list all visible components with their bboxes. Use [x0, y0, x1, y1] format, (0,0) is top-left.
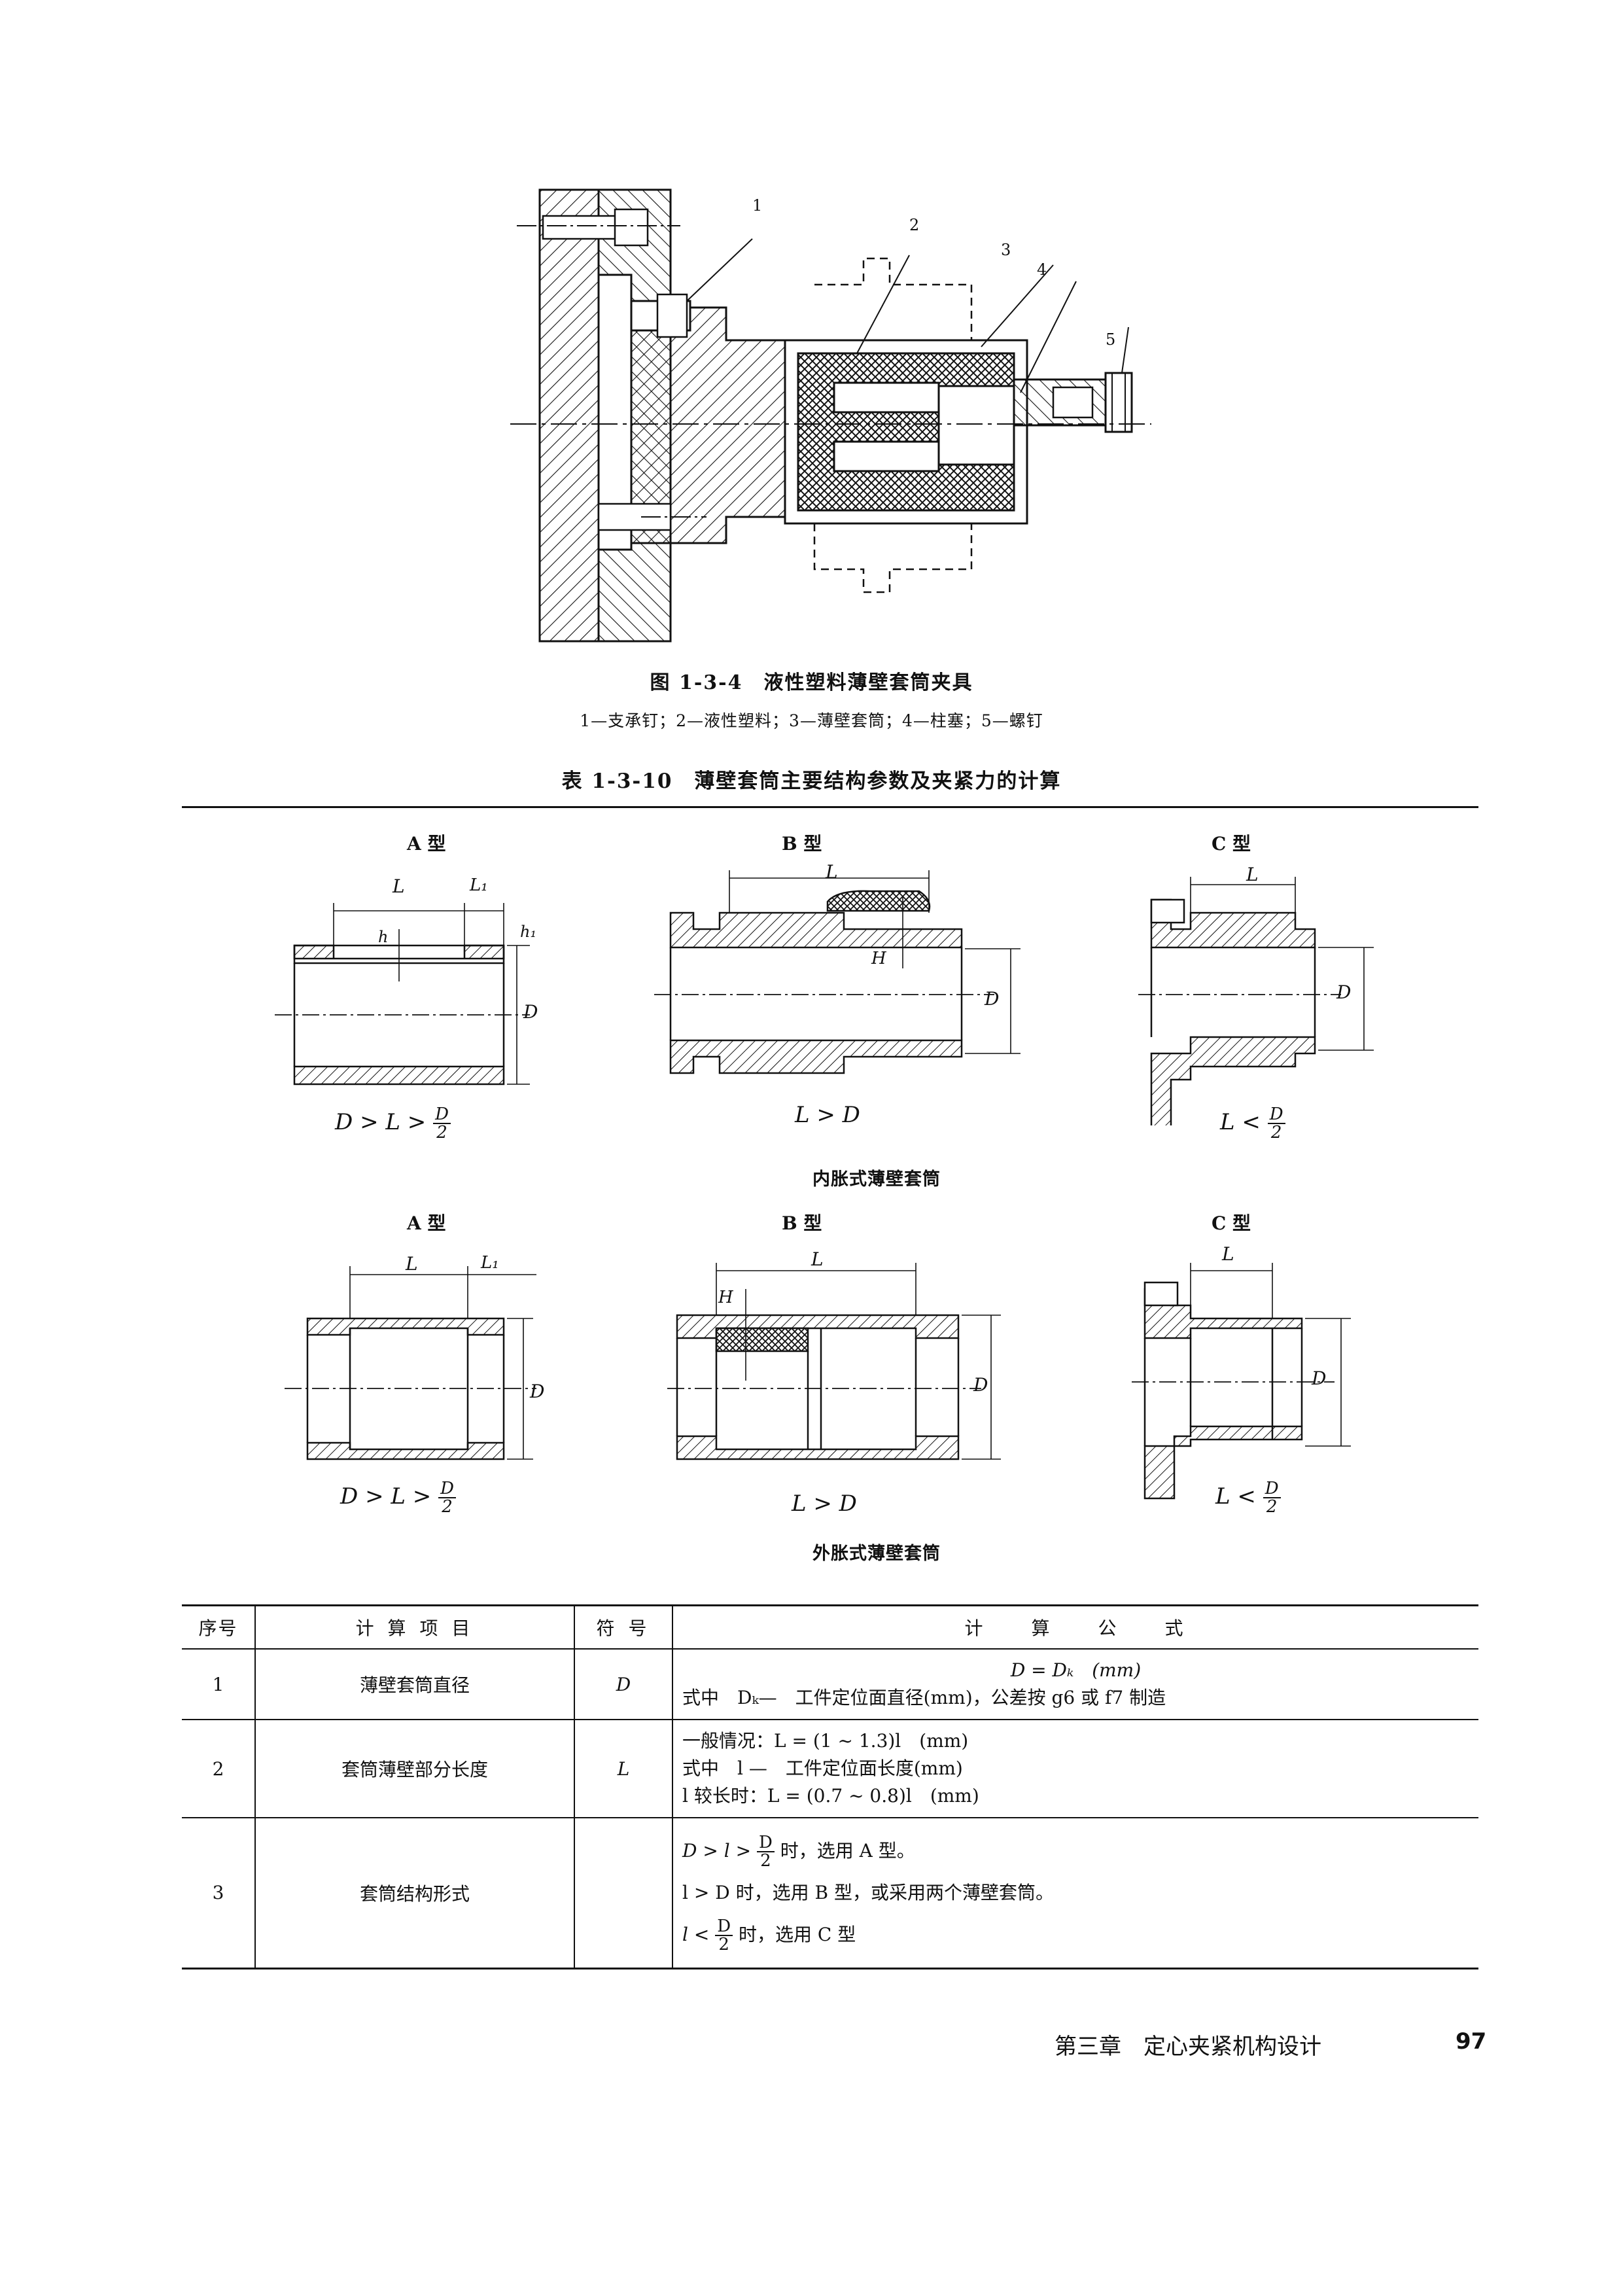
table-title: 表 1-3-10 薄壁套筒主要结构参数及夹紧力的计算 [561, 769, 1062, 793]
internal-type-c-drawing [1138, 877, 1374, 1125]
row1-no: 1 [182, 1649, 256, 1720]
figure-caption: 图 1-3-4 液性塑料薄壁套筒夹具 [650, 671, 973, 694]
dim-D-ext-b: D [973, 1374, 988, 1396]
callout-3: 3 [1001, 241, 1011, 259]
row2-formula-line1: 一般情况：L = (1 ~ 1.3)l (mm) [682, 1730, 969, 1752]
dim-L-ext-a: L [406, 1253, 418, 1275]
calculation-table: 序号 计 算 项 目 符 号 计 算 公 式 1 薄壁套筒直径 D D = Dₖ… [182, 1604, 1478, 1969]
dim-L-ext-b: L [811, 1248, 824, 1270]
table-header-row: 序号 计 算 项 目 符 号 计 算 公 式 [182, 1604, 1478, 1650]
dim-h-int-a: h [378, 928, 389, 946]
row2-no: 2 [182, 1720, 256, 1818]
header-item: 计 算 项 目 [254, 1604, 575, 1650]
fixture-assembly-drawing [510, 188, 1151, 643]
dim-L-int-b: L [826, 861, 838, 883]
internal-type-b-drawing [654, 870, 1021, 1074]
dim-D-ext-a: D [530, 1381, 545, 1402]
internal-type-a-drawing [275, 903, 530, 1086]
row2-item: 套筒薄壁部分长度 [254, 1720, 575, 1818]
row2-formula: 一般情况：L = (1 ~ 1.3)l (mm) 式中 l — 工件定位面长度(… [672, 1720, 1478, 1818]
dim-L1-ext-a: L₁ [481, 1253, 499, 1273]
table-top-rule [182, 806, 1478, 808]
table-row: 1 薄壁套筒直径 D D = Dₖ (mm) 式中 Dₖ— 工件定位面直径(mm… [182, 1649, 1478, 1720]
dim-L-int-a: L [393, 875, 405, 897]
dim-H-ext-b: H [718, 1288, 733, 1307]
external-type-a-label: A 型 [407, 1212, 446, 1234]
internal-type-a-label: A 型 [407, 833, 446, 855]
external-type-b-label: B 型 [782, 1212, 822, 1234]
external-type-b-drawing [667, 1263, 1001, 1460]
row2-formula-line3: l 较长时：L = (0.7 ~ 0.8)l (mm) [682, 1785, 979, 1807]
dim-D-int-b: D [985, 988, 1000, 1010]
row3-no: 3 [182, 1818, 256, 1969]
header-no: 序号 [182, 1604, 256, 1650]
external-type-c-label: C 型 [1212, 1212, 1251, 1234]
table-row: 2 套筒薄壁部分长度 L 一般情况：L = (1 ~ 1.3)l (mm) 式中… [182, 1720, 1478, 1818]
dim-L1-int-a: L₁ [470, 875, 488, 895]
figure-legend: 1—支承钉；2—液性塑料；3—薄壁套筒；4—柱塞；5—螺钉 [580, 711, 1043, 730]
dim-D-int-c: D [1336, 981, 1352, 1003]
external-cond-b: L > D [792, 1491, 857, 1517]
callout-2: 2 [909, 216, 920, 234]
external-type-a-drawing [285, 1266, 536, 1460]
row3-item: 套筒结构形式 [254, 1818, 575, 1969]
callout-1: 1 [752, 196, 763, 215]
external-caption: 外胀式薄壁套筒 [812, 1544, 941, 1564]
internal-type-c-label: C 型 [1212, 833, 1251, 855]
dim-L-ext-c: L [1222, 1243, 1234, 1265]
dim-L-int-c: L [1246, 864, 1259, 885]
dim-h1-int-a: h₁ [520, 923, 537, 941]
header-symbol: 符 号 [574, 1604, 673, 1650]
callout-4: 4 [1037, 260, 1047, 279]
dim-D-int-a: D [523, 1001, 538, 1023]
internal-cond-b: L > D [795, 1102, 860, 1128]
row1-item: 薄壁套筒直径 [254, 1649, 575, 1720]
internal-type-b-label: B 型 [782, 833, 822, 855]
row2-symbol: L [574, 1720, 673, 1818]
row1-formula-line1: D = Dₖ (mm) [1010, 1659, 1142, 1681]
row1-formula-line2: 式中 Dₖ— 工件定位面直径(mm)，公差按 g6 或 f7 制造 [682, 1687, 1166, 1708]
row3-symbol [574, 1818, 673, 1969]
row2-formula-line2: 式中 l — 工件定位面长度(mm) [682, 1757, 963, 1779]
row3-formula-line2: l > D 时，选用 B 型，或采用两个薄壁套筒。 [682, 1881, 1054, 1903]
callout-5: 5 [1106, 330, 1116, 349]
row1-symbol: D [574, 1649, 673, 1720]
row1-formula: D = Dₖ (mm) 式中 Dₖ— 工件定位面直径(mm)，公差按 g6 或 … [672, 1649, 1478, 1720]
page-number: 97 [1456, 2028, 1487, 2055]
internal-caption: 内胀式薄壁套筒 [812, 1169, 941, 1190]
header-formula: 计 算 公 式 [672, 1604, 1478, 1650]
external-type-c-drawing [1132, 1263, 1351, 1500]
dim-D-ext-c: D [1312, 1368, 1327, 1389]
chapter-footer: 第三章 定心夹紧机构设计 [1055, 2034, 1321, 2060]
dim-H-int-b: H [871, 949, 886, 968]
